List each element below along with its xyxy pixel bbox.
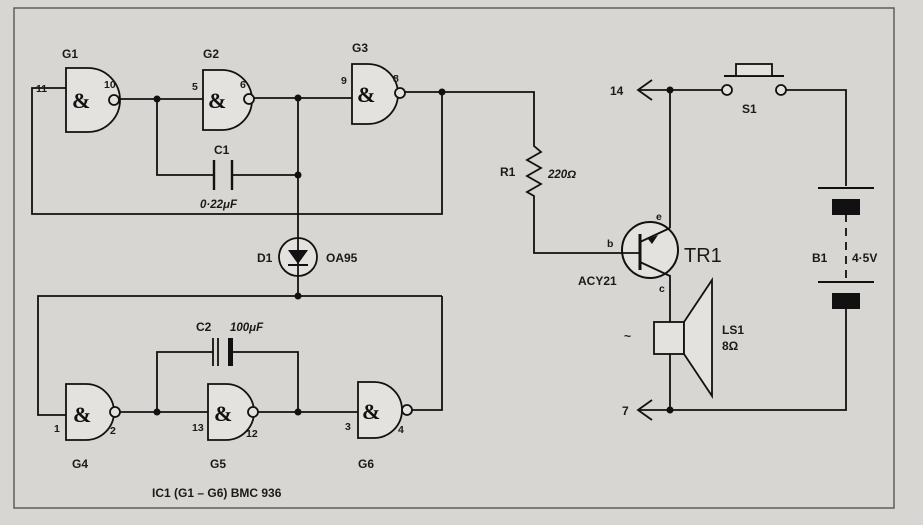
terminal-label: c bbox=[659, 283, 665, 295]
component-value: 4·5V bbox=[852, 251, 877, 265]
gate-symbol: & bbox=[362, 399, 380, 424]
junction-dot bbox=[294, 292, 302, 300]
pin-number: 9 bbox=[341, 75, 347, 87]
schematic-border bbox=[13, 7, 895, 509]
component-name: B1 bbox=[812, 251, 828, 265]
gate-symbol: & bbox=[214, 401, 232, 426]
pin-number: 13 bbox=[192, 422, 204, 434]
component-type: ACY21 bbox=[578, 274, 617, 288]
pin-number: 3 bbox=[345, 421, 351, 433]
junction-dot bbox=[294, 94, 302, 102]
component-value: OA95 bbox=[326, 251, 358, 265]
terminal-label: b bbox=[607, 238, 613, 250]
component-value: 0·22μF bbox=[200, 199, 238, 211]
pin-number: 14 bbox=[610, 84, 624, 98]
component-value: 8Ω bbox=[722, 339, 739, 353]
gate-label: G4 bbox=[72, 457, 88, 471]
wires bbox=[31, 87, 847, 416]
gate-label: G1 bbox=[62, 47, 78, 61]
diode-d1: D1 OA95 bbox=[257, 237, 358, 277]
gate-g4: & G4 1 2 bbox=[54, 383, 121, 471]
junction-dot bbox=[294, 171, 302, 179]
gate-symbol: & bbox=[357, 82, 375, 107]
junctions bbox=[153, 86, 674, 416]
gate-label: G5 bbox=[210, 457, 226, 471]
gate-label: G6 bbox=[358, 457, 374, 471]
gate-symbol: & bbox=[73, 402, 91, 427]
gate-symbol: & bbox=[72, 88, 90, 113]
transistor-tr1: b e c TR1 ACY21 bbox=[578, 211, 722, 295]
pin-number: 10 bbox=[104, 79, 116, 91]
component-value: 100μF bbox=[230, 322, 264, 334]
pin-number: 2 bbox=[110, 425, 116, 437]
junction-dot bbox=[153, 408, 161, 416]
ic-note: IC1 (G1 – G6) BMC 936 bbox=[152, 486, 282, 500]
pin-number: 8 bbox=[393, 73, 399, 85]
component-name: C1 bbox=[214, 143, 230, 157]
pin-number: 1 bbox=[54, 423, 60, 435]
battery-b1: B1 4·5V bbox=[812, 187, 877, 309]
component-name: LS1 bbox=[722, 323, 744, 337]
junction-dot bbox=[294, 408, 302, 416]
pin-number: 5 bbox=[192, 81, 198, 93]
ground-pin-7: 7 bbox=[622, 399, 653, 421]
gate-g3: & G3 9 8 bbox=[341, 41, 406, 125]
gate-label: G3 bbox=[352, 41, 368, 55]
terminal-label: e bbox=[656, 211, 662, 223]
pin-number: 7 bbox=[622, 404, 629, 418]
component-name: S1 bbox=[742, 102, 757, 116]
junction-dot bbox=[666, 406, 674, 414]
junction-dot bbox=[438, 88, 446, 96]
capacitor-c1: C1 0·22μF bbox=[200, 143, 238, 211]
pin-number: 6 bbox=[240, 79, 246, 91]
speaker-mark: ~ bbox=[624, 329, 631, 343]
supply-pin-14: 14 bbox=[610, 79, 653, 101]
component-value: 220Ω bbox=[547, 169, 576, 181]
gate-g1: & G1 11 10 bbox=[36, 47, 121, 133]
capacitor-c2: C2 100μF bbox=[196, 320, 264, 366]
junction-dot bbox=[666, 86, 674, 94]
component-name: TR1 bbox=[684, 245, 722, 267]
gate-g5: & G5 13 12 bbox=[192, 383, 259, 471]
gate-label: G2 bbox=[203, 47, 219, 61]
pin-number: 4 bbox=[398, 424, 404, 436]
switch-s1: S1 bbox=[721, 63, 787, 116]
pin-number: 12 bbox=[246, 428, 258, 440]
component-name: D1 bbox=[257, 251, 273, 265]
gate-g2: & G2 5 6 bbox=[192, 47, 255, 131]
gate-g6: & G6 3 4 bbox=[345, 381, 413, 471]
pin-number: 11 bbox=[36, 83, 47, 95]
gate-symbol: & bbox=[208, 88, 226, 113]
resistor-r1: R1 220Ω bbox=[500, 140, 576, 200]
component-name: C2 bbox=[196, 320, 212, 334]
component-name: R1 bbox=[500, 165, 516, 179]
loudspeaker-ls1: ~ LS1 8Ω bbox=[624, 277, 744, 399]
junction-dot bbox=[153, 95, 161, 103]
